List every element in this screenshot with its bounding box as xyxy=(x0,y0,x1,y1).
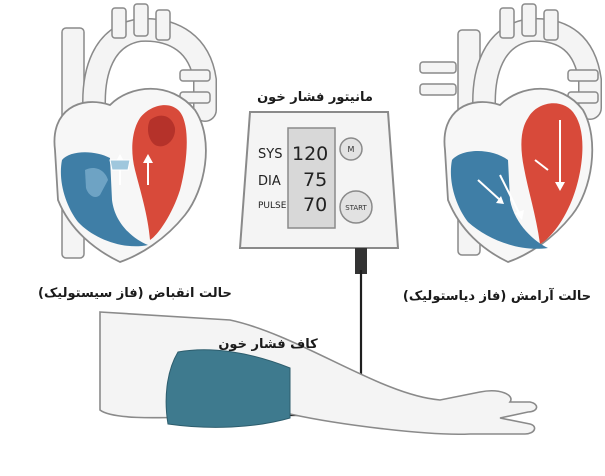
cuff-label: کاف فشار خون xyxy=(218,337,318,352)
dia-value: 75 xyxy=(303,169,327,191)
diastolic-heart-illustration xyxy=(420,4,598,262)
systolic-caption: حالت انقباض (فاز سیستولیک) xyxy=(38,286,232,301)
systolic-heart-illustration xyxy=(54,4,210,262)
sys-value: 120 xyxy=(292,143,328,165)
sys-label: SYS xyxy=(258,147,282,162)
m-button-label[interactable]: M xyxy=(348,145,355,154)
dia-label: DIA xyxy=(258,174,281,189)
start-button-label[interactable]: START xyxy=(345,204,367,212)
monitor-title: مانیتور فشار خون xyxy=(257,90,373,105)
blood-pressure-cuff xyxy=(166,350,290,428)
diastolic-caption: حالت آرامش (فاز دیاستولیک) xyxy=(403,287,591,304)
arm-outline xyxy=(100,312,537,434)
arm-illustration xyxy=(100,312,537,434)
pulse-label: PULSE xyxy=(258,201,287,211)
pulse-value: 70 xyxy=(303,194,327,216)
